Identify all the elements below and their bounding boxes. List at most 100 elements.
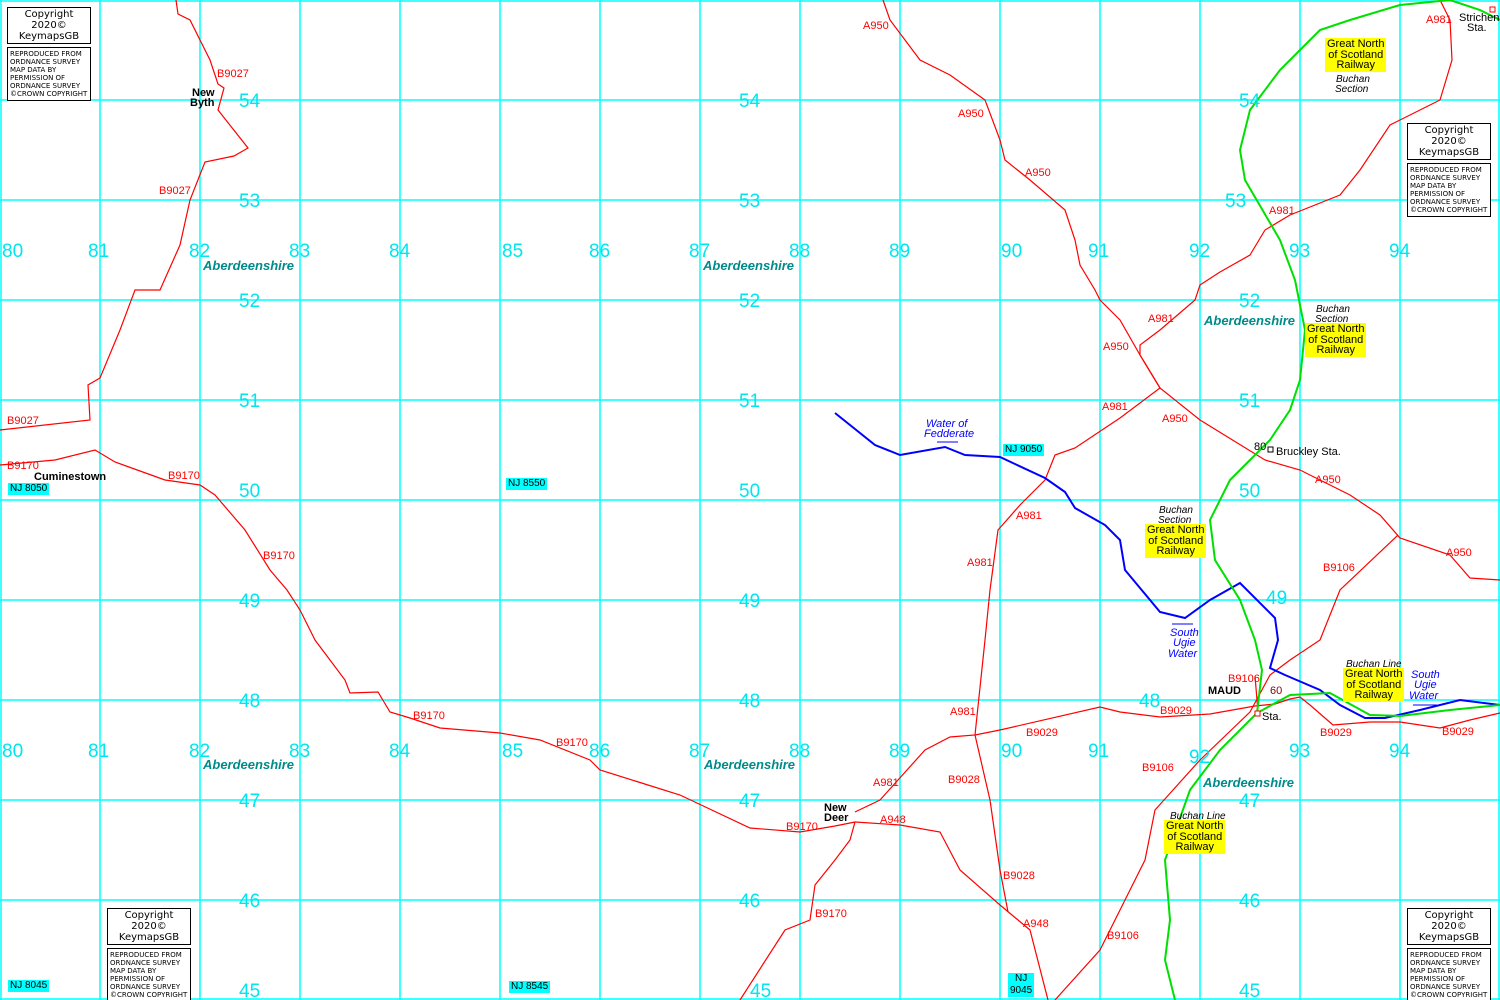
map-label: 50	[739, 481, 760, 502]
map-label: 86	[589, 741, 610, 762]
map-label: 52	[739, 291, 760, 312]
map-label: B9029	[1320, 727, 1352, 739]
place-labels: New Byth Cuminestown New Deer MAUD Stric…	[34, 12, 1499, 824]
map-label: 45	[1239, 981, 1260, 1000]
map-label: Section	[1315, 314, 1349, 325]
map-label: A981	[1102, 401, 1128, 413]
map-label: A950	[863, 20, 889, 32]
map-label: 92	[1189, 241, 1210, 262]
map-label: B9029	[1160, 705, 1192, 717]
map-label: A950	[1025, 167, 1051, 179]
map-label: 86	[589, 241, 610, 262]
map-label: A981	[873, 777, 899, 789]
road-b9170-south	[739, 821, 856, 1000]
map-label: Water	[1409, 690, 1439, 702]
grid-ref-nj9050: NJ 9050	[1003, 444, 1045, 456]
map-label: B9027	[159, 185, 191, 197]
map-label: Buchan	[1336, 74, 1370, 85]
map-label: 53	[239, 191, 260, 212]
map-label: 49	[739, 591, 760, 612]
map-label: 84	[389, 241, 411, 262]
map-label: A950	[1446, 547, 1472, 559]
road-b9027	[0, 0, 249, 431]
map-label: 82	[189, 741, 210, 762]
map-label: 80	[2, 741, 23, 762]
map-label: A981	[1426, 14, 1452, 26]
map-label: 90	[1001, 741, 1022, 762]
map-label: A950	[958, 108, 984, 120]
map-label: 94	[1389, 241, 1411, 262]
map-label: 51	[239, 391, 260, 412]
road-a981	[854, 0, 1453, 813]
map-label: Buchan	[1316, 304, 1350, 315]
map-label: A981	[950, 706, 976, 718]
map-label: 80	[1254, 441, 1266, 453]
map-label: Aberdeenshire	[1203, 313, 1295, 328]
map-label: Byth	[190, 97, 215, 109]
map-label: A981	[1148, 313, 1174, 325]
railway-buchan-line	[1163, 0, 1500, 1000]
water-labels: Water of Fedderate South Ugie Water Sout…	[924, 418, 1440, 706]
map-label: 47	[739, 791, 760, 812]
map-label: 49	[239, 591, 260, 612]
map-label: MAUD	[1208, 685, 1241, 697]
map-label: B9106	[1323, 562, 1355, 574]
map-label: 52	[239, 291, 260, 312]
map-label: 53	[1225, 191, 1246, 212]
map-label: 93	[1289, 241, 1310, 262]
map-label: 45	[239, 981, 260, 1000]
map-label: B9029	[1026, 727, 1058, 739]
map-label: 87	[689, 241, 710, 262]
map-label: 81	[88, 241, 109, 262]
map-label: 89	[889, 741, 910, 762]
road-a950	[882, 0, 1500, 581]
map-label: 85	[502, 741, 523, 762]
map-label: 47	[1239, 791, 1260, 812]
grid-ref-nj8550: NJ 8550	[506, 478, 548, 490]
map-label: A950	[1315, 474, 1341, 486]
map-label: 81	[88, 741, 109, 762]
map-label: Buchan Line	[1346, 659, 1402, 670]
map-label: B9028	[1003, 870, 1035, 882]
map-label: Aberdeenshire	[202, 258, 294, 273]
road-b9106	[1054, 534, 1399, 1000]
map-label: Bruckley Sta.	[1276, 446, 1341, 458]
map-label: 53	[739, 191, 760, 212]
grid-ref-nj8045: NJ 8045	[8, 980, 50, 992]
map-label: B9106	[1228, 673, 1260, 685]
map-label: Cuminestown	[34, 471, 106, 483]
map-label: A950	[1162, 413, 1188, 425]
map-label: Sta.	[1262, 711, 1282, 723]
map-label: B9170	[168, 470, 200, 482]
map-label: 50	[239, 481, 260, 502]
map-label: B9170	[263, 550, 295, 562]
road-labels: B9027 B9027 B9027 B9170 B9170 B9170 B917…	[7, 14, 1474, 942]
map-label: Aberdeenshire	[202, 757, 294, 772]
map-label: 91	[1088, 741, 1109, 762]
map-label: 54	[739, 91, 761, 112]
map-label: Buchan	[1159, 505, 1193, 516]
map-label: 87	[689, 741, 710, 762]
railway-buchan-section	[1256, 691, 1500, 718]
map-label: B9027	[7, 415, 39, 427]
map-label: Deer	[824, 812, 849, 824]
map-label: 94	[1389, 741, 1411, 762]
road-a948	[854, 821, 1049, 1000]
map-label: A948	[880, 814, 906, 826]
map-label: Sta.	[1467, 22, 1487, 34]
map-label: 46	[739, 891, 760, 912]
map-label: 54	[239, 91, 261, 112]
map-label: South	[1411, 669, 1440, 681]
map-label: 51	[1239, 391, 1260, 412]
map-label: Aberdeenshire	[1202, 775, 1294, 790]
